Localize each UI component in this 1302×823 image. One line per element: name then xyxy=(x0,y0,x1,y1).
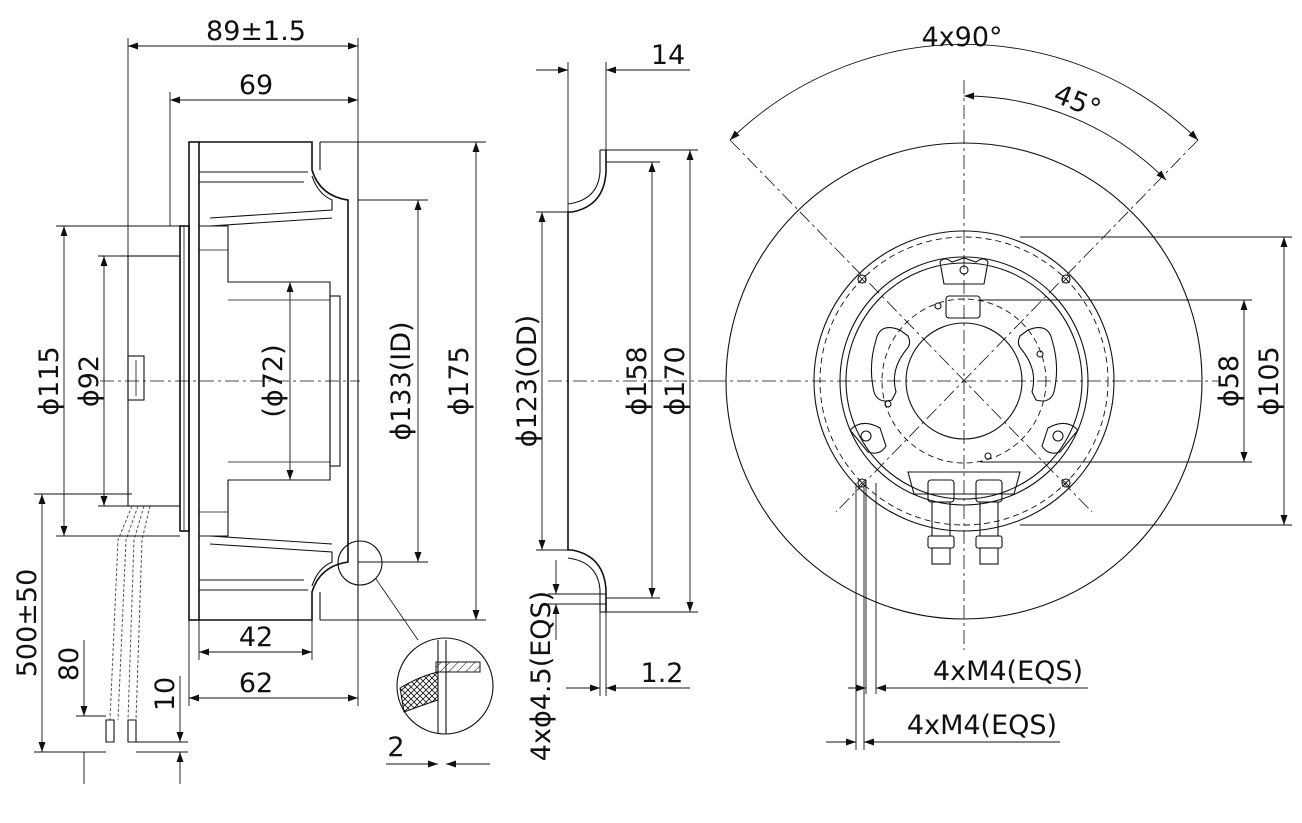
dim-impeller-length: 69 xyxy=(239,70,273,101)
angle-arc-45 xyxy=(963,92,1167,181)
top-tab xyxy=(939,257,989,285)
dim-ring-dia-158: ϕ158 xyxy=(622,346,653,415)
dim-angle-offset: 45° xyxy=(1049,79,1105,126)
slot-right xyxy=(1017,327,1058,402)
inlet-ring-profile xyxy=(567,150,607,612)
bottom-tab-right xyxy=(1041,422,1079,454)
dim-strip-length: 80 xyxy=(54,647,85,681)
dim-thread-spec-1: 4xM4(EQS) xyxy=(933,656,1083,687)
impeller-backplate xyxy=(188,141,200,621)
dim-tip-length: 10 xyxy=(150,677,181,711)
connector-block xyxy=(945,295,981,319)
cable-gland xyxy=(127,355,145,401)
dim-detail-thickness: 2 xyxy=(387,732,404,763)
ring-view xyxy=(548,149,712,613)
motor-face-circle xyxy=(905,322,1023,440)
cable-gland-left xyxy=(927,479,955,565)
wire-terminal-2 xyxy=(127,719,137,743)
wire-terminal-1 xyxy=(105,719,115,743)
detail-marker xyxy=(337,540,383,586)
backplate-circle xyxy=(813,230,1115,532)
dim-sheet-thickness: 1.2 xyxy=(641,658,684,689)
mount-plate xyxy=(179,225,190,532)
impeller-shroud xyxy=(199,141,349,621)
dim-inlet-id: ϕ133(ID) xyxy=(386,321,417,440)
dim-angle-spacing: 4x90° xyxy=(921,22,1002,53)
dim-impeller-dia: ϕ175 xyxy=(444,346,475,415)
dim-lead-length: 500±50 xyxy=(12,569,43,678)
front-view-dimensions: ϕ58 ϕ105 4xM4(EQS) 4xM4(EQS) xyxy=(826,236,1292,750)
dim-bolt-circle: ϕ105 xyxy=(1254,346,1285,415)
bolt-circle xyxy=(819,236,1109,526)
dim-depth-to-flange: 62 xyxy=(239,668,273,699)
dim-hub-dia: ϕ92 xyxy=(74,355,105,407)
ring-view-dimensions: 14 ϕ123(OD) ϕ158 ϕ170 4xϕ4.5(EQS) 1.2 xyxy=(512,40,698,761)
bottom-tab-left xyxy=(849,422,887,454)
terminal-bar xyxy=(907,471,1021,495)
front-view: 4x90° 45° xyxy=(712,22,1220,650)
dim-motor-dia: (ϕ72) xyxy=(258,344,289,417)
dim-thread-spec-2: 4xM4(EQS) xyxy=(907,710,1057,741)
dim-ring-od: ϕ123(OD) xyxy=(512,315,543,447)
hub-outer-circle xyxy=(839,256,1089,506)
detail-view xyxy=(396,637,494,735)
side-view xyxy=(100,141,494,743)
dim-hole-spec: 4xϕ4.5(EQS) xyxy=(526,591,557,761)
dim-inner-depth: 42 xyxy=(239,622,273,653)
dim-overall-length: 89±1.5 xyxy=(206,16,306,47)
slot-left xyxy=(870,327,911,402)
dim-mount-dia: ϕ115 xyxy=(34,346,65,415)
side-view-dimensions: 89±1.5 69 42 62 ϕ115 ϕ92 (ϕ72) ϕ133(ID) … xyxy=(12,16,490,784)
dim-inner-dia: ϕ58 xyxy=(1214,355,1245,407)
dim-ring-depth: 14 xyxy=(651,40,685,71)
cable-gland-right xyxy=(975,479,1003,565)
dim-ring-dia-170: ϕ170 xyxy=(660,346,691,415)
